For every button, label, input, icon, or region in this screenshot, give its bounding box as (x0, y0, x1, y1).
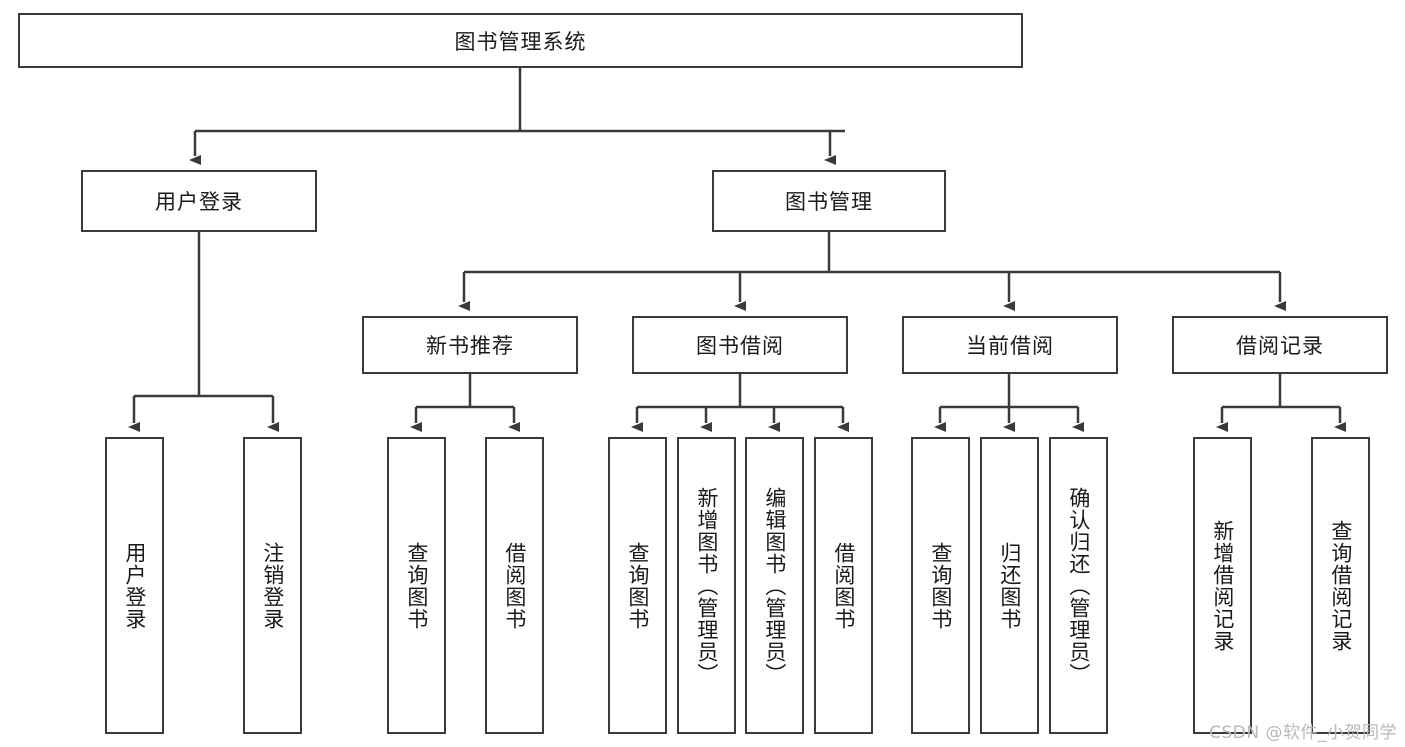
leaf-new-book-query-books[interactable]: 查询图书 (387, 437, 446, 734)
leaf-borrow-record-query-record[interactable]: 查询借阅记录 (1311, 437, 1370, 734)
leaf-borrow-record-add-record[interactable]: 新增借阅记录 (1193, 437, 1252, 734)
node-user-login[interactable]: 用户登录 (81, 170, 317, 232)
leaf-current-borrow-confirm-return-admin[interactable]: 确认归还（管理员） (1049, 437, 1108, 734)
node-new-book-recommendation[interactable]: 新书推荐 (362, 316, 578, 374)
leaf-user-login-login[interactable]: 用户登录 (105, 437, 164, 734)
node-current-borrow[interactable]: 当前借阅 (902, 316, 1118, 374)
leaf-book-borrow-add-book-admin[interactable]: 新增图书（管理员） (677, 437, 736, 734)
leaf-book-borrow-query-books[interactable]: 查询图书 (608, 437, 667, 734)
leaf-current-borrow-query-books[interactable]: 查询图书 (911, 437, 970, 734)
node-book-borrow[interactable]: 图书借阅 (632, 316, 848, 374)
leaf-current-borrow-return-books[interactable]: 归还图书 (980, 437, 1039, 734)
node-book-management[interactable]: 图书管理 (712, 170, 946, 232)
node-root-book-management-system[interactable]: 图书管理系统 (18, 13, 1023, 68)
node-borrow-record[interactable]: 借阅记录 (1172, 316, 1388, 374)
leaf-book-borrow-borrow-books[interactable]: 借阅图书 (814, 437, 873, 734)
leaf-user-login-logout[interactable]: 注销登录 (243, 437, 302, 734)
csdn-watermark: CSDN @软件_小贺同学 (1209, 723, 1397, 743)
leaf-new-book-borrow-books[interactable]: 借阅图书 (485, 437, 544, 734)
leaf-book-borrow-edit-book-admin[interactable]: 编辑图书（管理员） (745, 437, 804, 734)
